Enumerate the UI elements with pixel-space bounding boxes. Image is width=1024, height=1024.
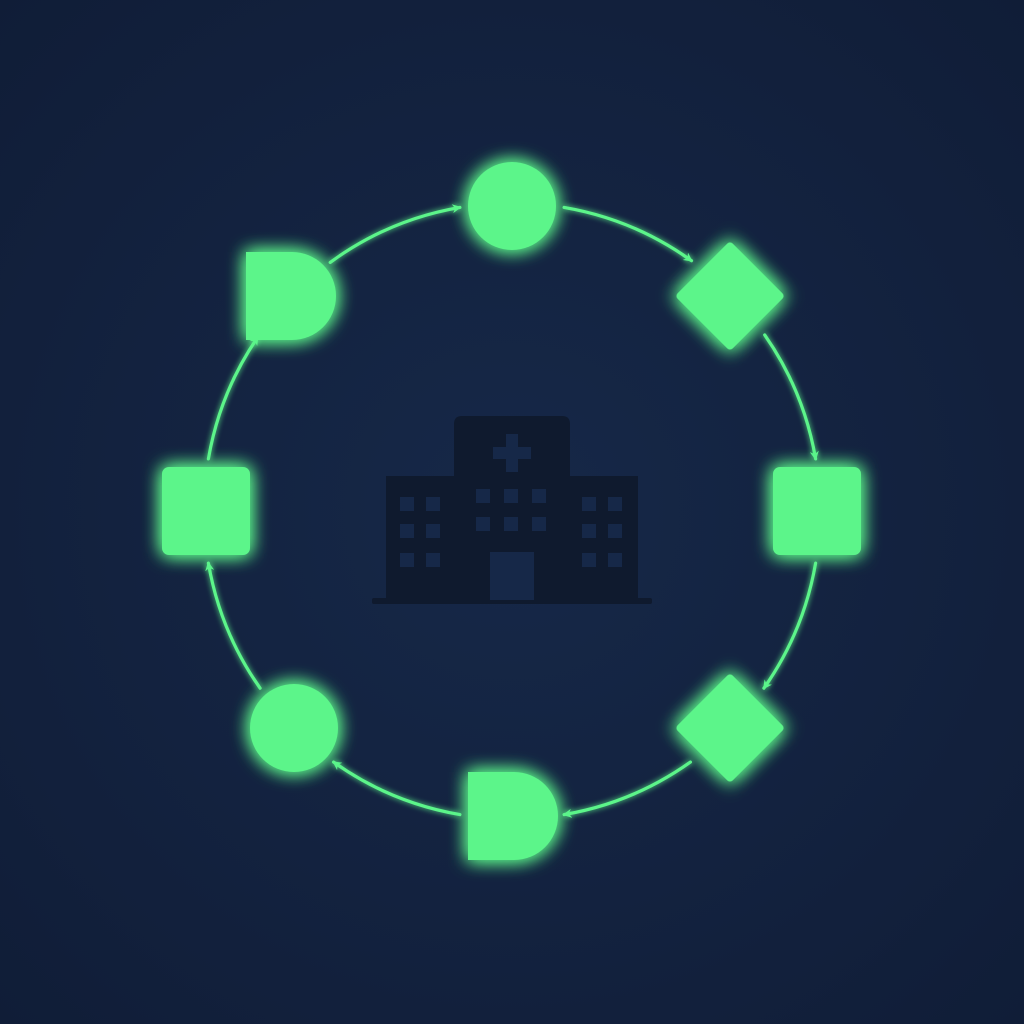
node-n8-d-shape (246, 252, 336, 340)
edge-arrow-n5-n6 (332, 760, 462, 817)
node-n7-square (162, 467, 250, 555)
node-n5-d-shape (468, 772, 558, 860)
edge-arrow-n2-n3 (763, 333, 819, 461)
node-n1-circle (468, 162, 556, 250)
edge-arrow-n7-n8 (206, 335, 260, 461)
node-n6-circle (250, 684, 338, 772)
edge-arrow-n6-n7 (205, 561, 262, 690)
node-n4-diamond (676, 674, 784, 782)
edge-arrow-n4-n5 (562, 760, 692, 818)
node-n2-diamond (676, 242, 784, 350)
nodes (162, 162, 861, 860)
node-n3-square (773, 467, 861, 555)
edges (205, 204, 819, 818)
edge-arrow-n3-n4 (762, 561, 818, 690)
edge-arrow-n1-n2 (562, 205, 694, 263)
edge-arrow-n8-n1 (328, 204, 462, 264)
hospital-icon (372, 416, 652, 604)
